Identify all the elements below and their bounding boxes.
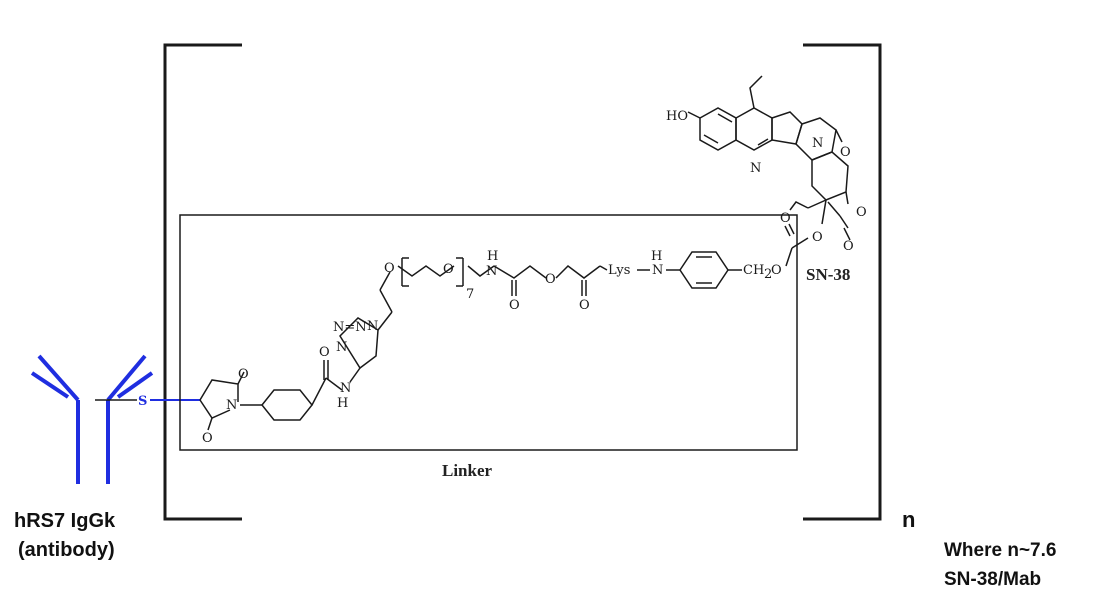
svg-text:N: N xyxy=(336,340,347,355)
svg-text:N: N xyxy=(652,263,663,278)
linker-label: Linker xyxy=(442,461,493,480)
svg-text:O: O xyxy=(545,272,556,287)
svg-text:N: N xyxy=(340,381,351,396)
sn38-structure xyxy=(687,75,851,241)
svg-text:O: O xyxy=(840,145,851,160)
svg-text:N: N xyxy=(812,136,823,151)
left-bracket xyxy=(163,43,242,521)
svg-text:O: O xyxy=(319,345,330,360)
svg-text:Lys: Lys xyxy=(608,263,630,278)
linker-atom-labels: O N O O N H N=N N N O O 7 H N O O O Lys … xyxy=(202,211,791,446)
ratio-note-line1: Where n~7.6 xyxy=(944,540,1056,561)
svg-text:O: O xyxy=(509,298,520,313)
svg-text:O: O xyxy=(579,298,590,313)
repeat-subscript-n: n xyxy=(902,507,915,532)
sn38-label: SN-38 xyxy=(806,265,850,284)
svg-text:O: O xyxy=(843,239,854,254)
svg-text:N: N xyxy=(486,264,497,279)
ratio-note-line2: SN-38/Mab xyxy=(944,569,1041,590)
svg-text:CH: CH xyxy=(743,263,764,278)
svg-text:H: H xyxy=(487,249,498,264)
sn38-atom-labels: HO N N O O O O xyxy=(666,109,867,254)
svg-text:HO: HO xyxy=(666,109,688,124)
svg-text:7: 7 xyxy=(466,287,474,302)
svg-text:O: O xyxy=(780,211,791,226)
svg-text:N=N: N=N xyxy=(333,320,367,335)
svg-text:2: 2 xyxy=(764,267,772,282)
svg-text:N: N xyxy=(226,398,237,413)
antibody-sulfur-label: S xyxy=(138,394,147,409)
svg-text:O: O xyxy=(238,367,249,382)
svg-text:N: N xyxy=(750,161,761,176)
svg-text:H: H xyxy=(337,396,348,411)
svg-text:H: H xyxy=(651,249,662,264)
right-bracket xyxy=(803,43,882,521)
antibody-type: (antibody) xyxy=(18,539,115,561)
svg-text:O: O xyxy=(856,205,867,220)
svg-text:O: O xyxy=(202,431,213,446)
svg-text:O: O xyxy=(771,263,782,278)
svg-text:N: N xyxy=(367,319,378,334)
antibody-name: hRS7 IgGk xyxy=(14,510,116,532)
svg-text:O: O xyxy=(384,261,395,276)
svg-text:O: O xyxy=(443,262,454,277)
linker-box xyxy=(179,214,798,451)
antibody-icon xyxy=(30,354,154,484)
repeat-bracket xyxy=(163,43,882,521)
svg-text:O: O xyxy=(812,230,823,245)
linker-structure xyxy=(199,223,809,431)
